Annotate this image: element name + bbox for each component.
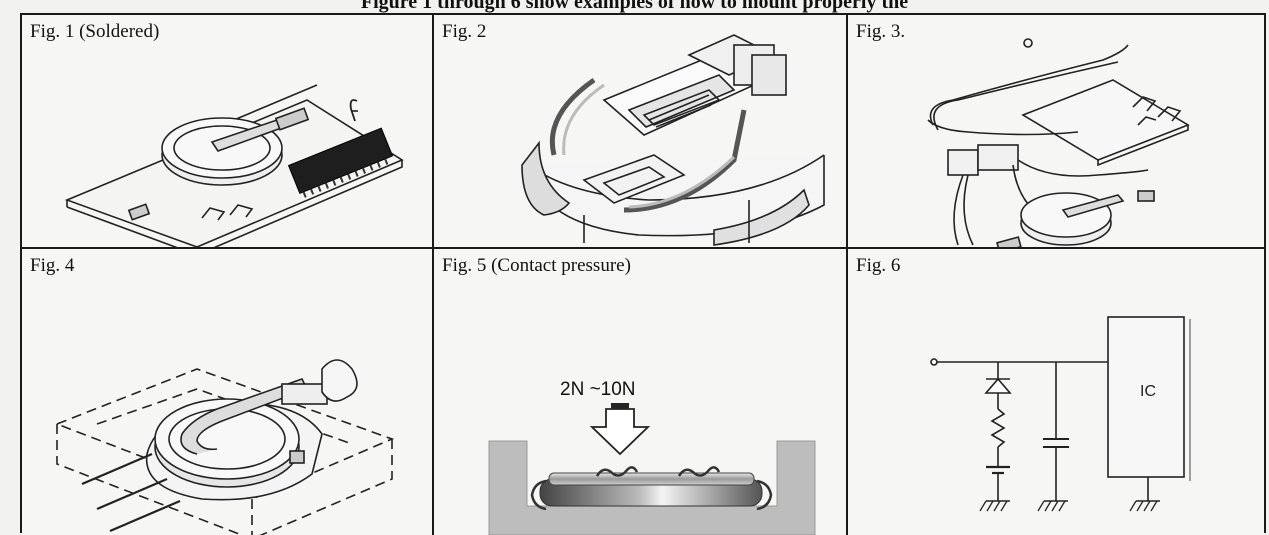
figure-6-label: Fig. 6 [856, 255, 901, 276]
figure-4-label: Fig. 4 [30, 255, 75, 276]
figure-3-label: Fig. 3. [856, 21, 906, 42]
figure-caption: Figure 1 through 6 show examples of how … [360, 0, 909, 13]
figure-5-cell: Fig. 5 (Contact pressure) [434, 249, 848, 535]
figure-2-label: Fig. 2 [442, 21, 487, 42]
figure-4-cell: Fig. 4 [22, 249, 434, 535]
figure-1-label: Fig. 1 (Soldered) [30, 21, 160, 42]
figure-6-cell: Fig. 6 [848, 249, 1264, 535]
figure-1-cell: Fig. 1 (Soldered) [22, 15, 434, 249]
figure-2-holder-illustration [521, 34, 825, 246]
figure-2-cell: Fig. 2 [434, 15, 848, 249]
figure-grid: Fig. 1 (Soldered) [20, 13, 1266, 535]
figure-3-wired-illustration [927, 38, 1190, 247]
figure-4-dashed-mount-illustration [54, 359, 395, 535]
figure-3-cell: Fig. 3. [848, 15, 1264, 249]
figure-5-label: Fig. 5 (Contact pressure) [442, 255, 631, 276]
force-label: 2N ~10N [560, 379, 636, 400]
ic-label: IC [1140, 383, 1156, 400]
figure-1-pcb-illustration [64, 84, 404, 247]
figure-6-circuit-diagram: IC [930, 316, 1191, 512]
figure-5-contact-pressure-illustration: 2N ~10N [488, 379, 816, 535]
